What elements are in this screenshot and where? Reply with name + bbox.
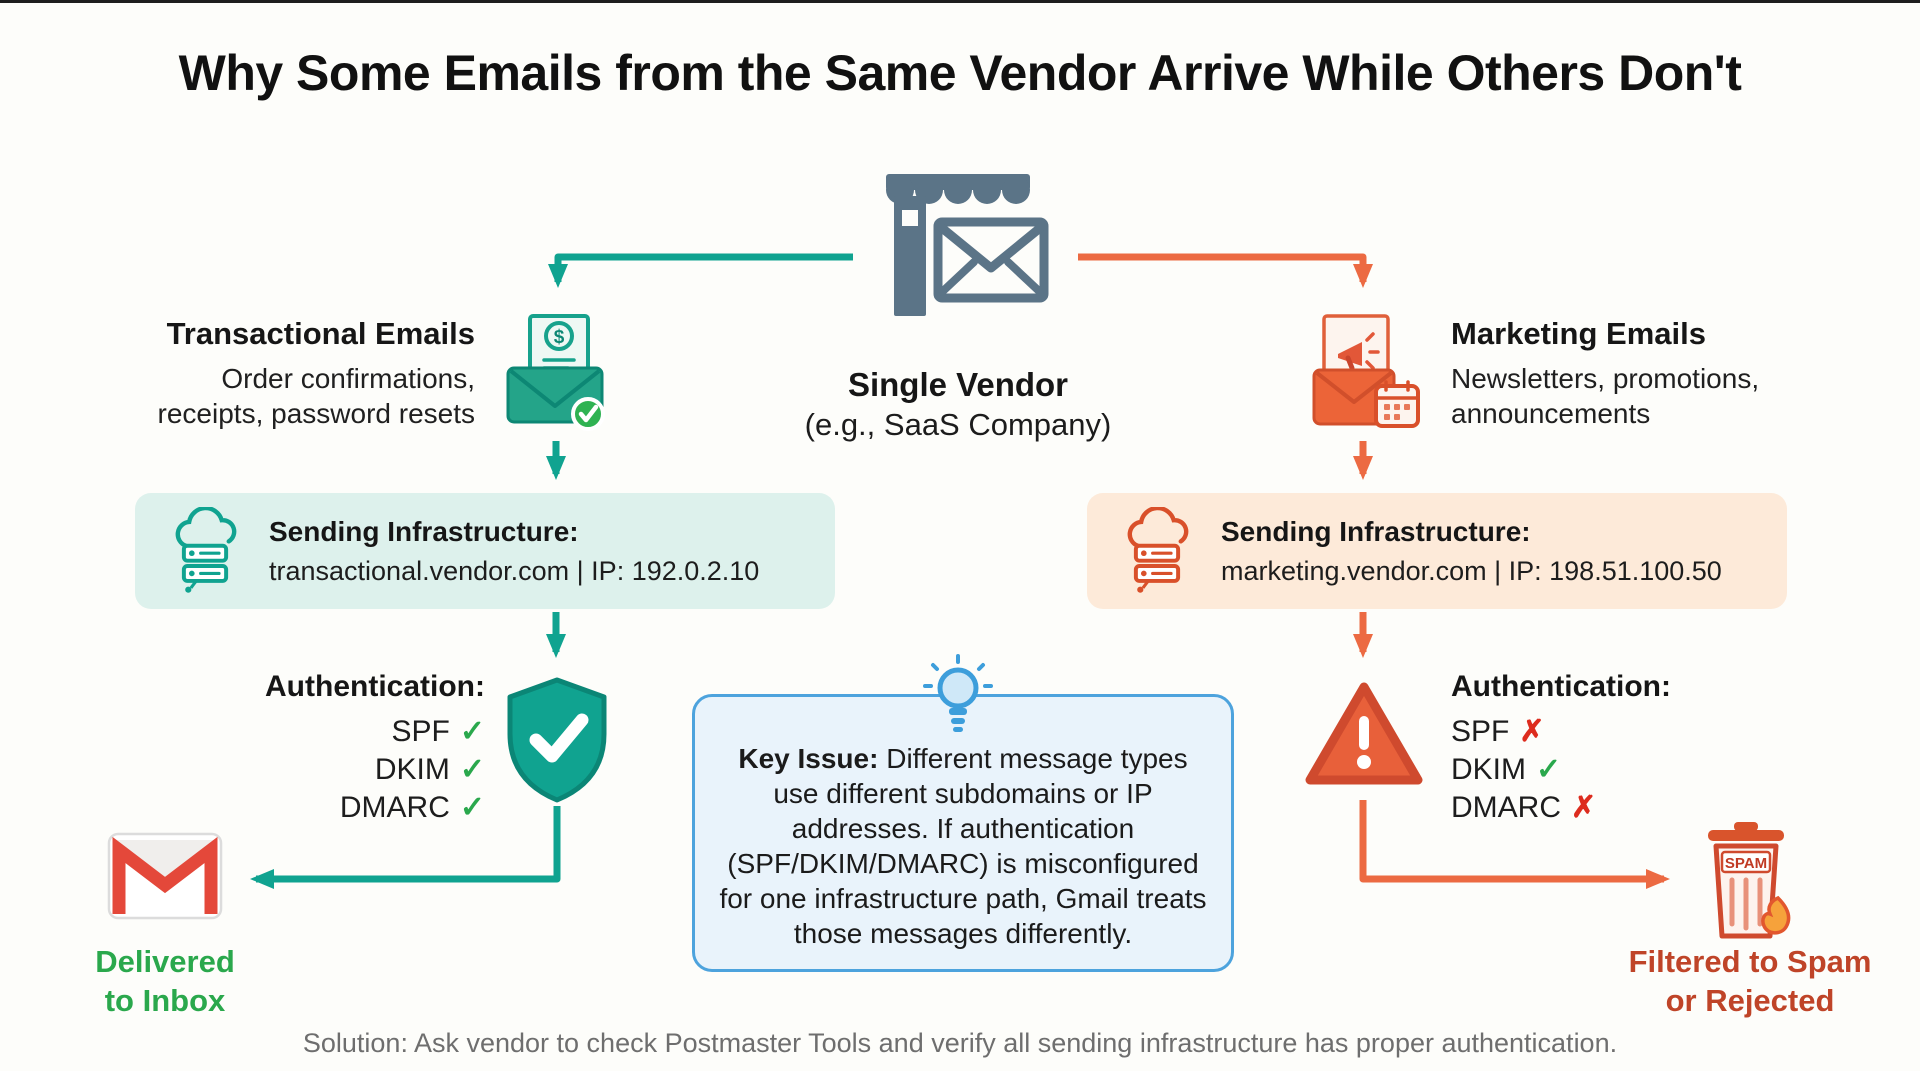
delivered-line1: Delivered xyxy=(95,944,235,979)
auth-row-dkim: DKIM✓ xyxy=(374,753,485,786)
marketing-auth-block: Authentication: SPF✗ DKIM✓ DMARC✗ xyxy=(1451,670,1761,827)
marketing-infrastructure-card: Sending Infrastructure: marketing.vendor… xyxy=(1087,493,1787,609)
marketing-envelope-icon xyxy=(1304,312,1424,434)
dollar-glyph: $ xyxy=(554,327,565,348)
server-cloud-icon xyxy=(161,507,249,595)
filtered-outcome: Filtered to Spam or Rejected xyxy=(1592,942,1908,1020)
transactional-desc-line2: receipts, password resets xyxy=(157,398,475,429)
transactional-heading-block: Transactional Emails Order confirmations… xyxy=(110,316,475,431)
storefront-icon xyxy=(856,158,1060,354)
filtered-line2: or Rejected xyxy=(1665,983,1835,1018)
key-issue-text: Key Issue: Different message types use d… xyxy=(695,697,1231,951)
vendor-label: Single Vendor xyxy=(847,366,1069,403)
warning-triangle-icon xyxy=(1302,678,1426,792)
delivered-line2: to Inbox xyxy=(104,983,226,1018)
key-issue-label: Key Issue: xyxy=(738,743,879,774)
auth-row-dmarc: DMARC✗ xyxy=(1451,791,1597,824)
marketing-desc-line2: announcements xyxy=(1451,398,1651,429)
infrastructure-value: transactional.vendor.com | IP: 192.0.2.1… xyxy=(269,555,760,586)
shield-check-icon xyxy=(498,674,616,806)
key-issue-card: Key Issue: Different message types use d… xyxy=(692,694,1234,972)
delivered-outcome: Delivered to Inbox xyxy=(38,942,292,1020)
transactional-envelope-icon: $ xyxy=(496,312,614,434)
auth-title: Authentication: xyxy=(1451,670,1671,703)
solution-text: Solution: Ask vendor to check Postmaster… xyxy=(302,1028,1618,1058)
check-icon: ✓ xyxy=(459,715,485,748)
spam-label: SPAM xyxy=(1725,855,1767,872)
server-cloud-icon xyxy=(1113,507,1201,595)
vendor-sublabel: (e.g., SaaS Company) xyxy=(804,407,1112,442)
page-title: Why Some Emails from the Same Vendor Arr… xyxy=(178,45,1742,101)
marketing-heading: Marketing Emails xyxy=(1451,316,1706,351)
transactional-auth-block: Authentication: SPF✓ DKIM✓ DMARC✓ xyxy=(180,670,485,827)
lightbulb-icon xyxy=(922,654,994,738)
key-issue-body: Different message types use different su… xyxy=(719,743,1207,949)
transactional-desc-line1: Order confirmations, xyxy=(221,363,475,394)
check-icon: ✓ xyxy=(459,791,485,824)
transactional-infrastructure-card: Sending Infrastructure: transactional.ve… xyxy=(135,493,835,609)
infrastructure-value: marketing.vendor.com | IP: 198.51.100.50 xyxy=(1221,555,1722,586)
auth-row-dmarc: DMARC✓ xyxy=(339,791,485,824)
auth-title: Authentication: xyxy=(265,670,485,703)
spam-trash-icon: SPAM xyxy=(1690,818,1802,942)
auth-row-dkim: DKIM✓ xyxy=(1451,753,1562,786)
marketing-desc-line1: Newsletters, promotions, xyxy=(1451,363,1760,394)
infrastructure-title: Sending Infrastructure: xyxy=(269,515,579,547)
transactional-infrastructure-text: Sending Infrastructure: transactional.ve… xyxy=(269,516,759,587)
top-border xyxy=(0,0,1920,3)
marketing-heading-block: Marketing Emails Newsletters, promotions… xyxy=(1451,316,1831,431)
transactional-heading: Transactional Emails xyxy=(166,316,475,351)
infrastructure-title: Sending Infrastructure: xyxy=(1221,515,1531,547)
filtered-line1: Filtered to Spam xyxy=(1628,944,1872,979)
cross-icon: ✗ xyxy=(1571,791,1597,824)
marketing-infrastructure-text: Sending Infrastructure: marketing.vendor… xyxy=(1221,516,1722,587)
cross-icon: ✗ xyxy=(1519,715,1545,748)
auth-row-spf: SPF✗ xyxy=(1451,715,1545,748)
check-icon: ✓ xyxy=(1536,753,1562,786)
check-icon: ✓ xyxy=(459,753,485,786)
auth-row-spf: SPF✓ xyxy=(391,715,486,748)
gmail-icon xyxy=(106,830,224,922)
